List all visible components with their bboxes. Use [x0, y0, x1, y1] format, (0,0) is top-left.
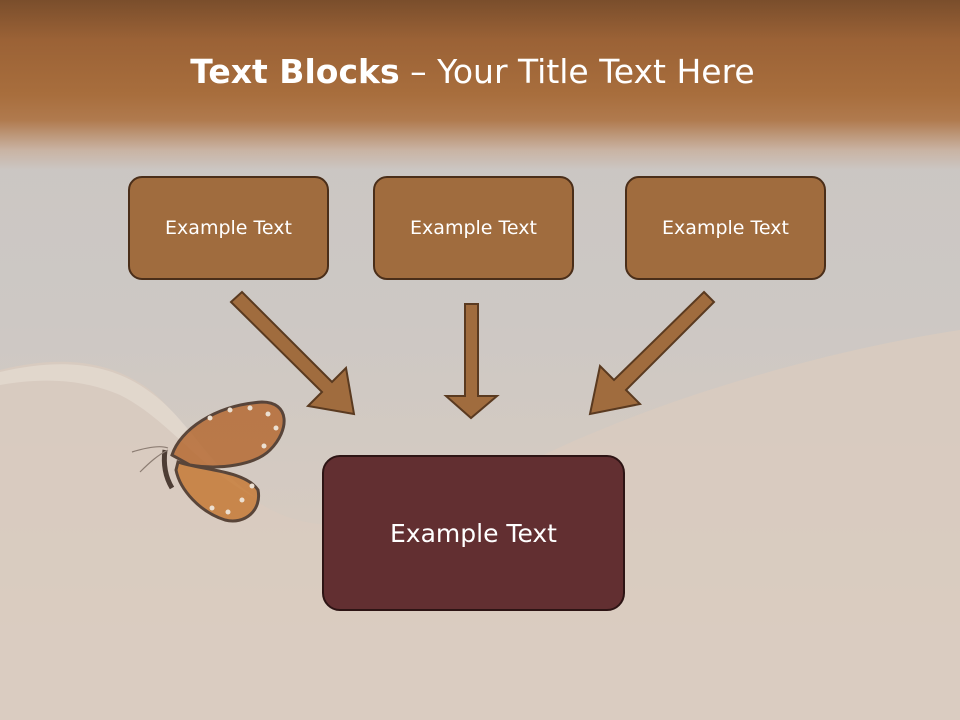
text-block-center-label: Example Text [410, 217, 537, 239]
butterfly-icon [131, 400, 286, 523]
text-block-right[interactable]: Example Text [625, 176, 826, 280]
header-band [0, 0, 960, 170]
text-block-left-label: Example Text [165, 217, 292, 239]
target-block-label: Example Text [390, 518, 557, 548]
arrow-left-icon [229, 290, 356, 416]
title-rest: Your Title Text Here [437, 52, 755, 91]
target-block[interactable]: Example Text [322, 455, 625, 611]
background-curve-shadow [0, 364, 260, 500]
text-block-center[interactable]: Example Text [373, 176, 574, 280]
title-bold: Text Blocks [190, 52, 400, 91]
text-block-left[interactable]: Example Text [128, 176, 329, 280]
title-separator: – [399, 52, 438, 91]
arrow-down-icon [443, 303, 500, 420]
arrow-right-icon [588, 290, 716, 416]
text-block-right-label: Example Text [662, 217, 789, 239]
page-title: Text Blocks – Your Title Text Here [0, 52, 945, 91]
